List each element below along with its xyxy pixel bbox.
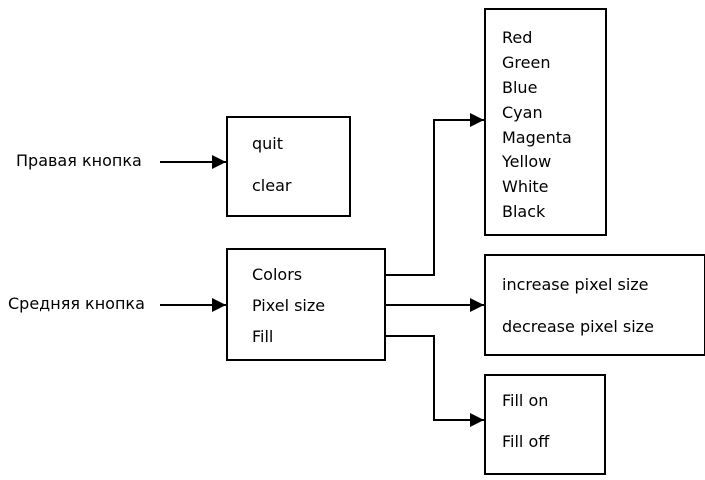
fill-menu-box: Fill on Fill off (484, 374, 606, 475)
pixel-item-increase[interactable]: increase pixel size (502, 275, 649, 294)
color-item-yellow[interactable]: Yellow (502, 152, 552, 171)
color-item-white[interactable]: White (502, 177, 549, 196)
middle-button-label: Средняя кнопка (8, 294, 145, 313)
color-item-blue[interactable]: Blue (502, 78, 538, 97)
arrow-fill-to-submenu (386, 335, 484, 427)
pixel-item-decrease[interactable]: decrease pixel size (502, 317, 654, 336)
menu-item-colors[interactable]: Colors (252, 265, 303, 284)
color-item-red[interactable]: Red (502, 28, 533, 47)
color-item-magenta[interactable]: Magenta (502, 128, 572, 147)
fill-item-off[interactable]: Fill off (502, 432, 550, 451)
colors-menu-box: Red Green Blue Cyan Magenta Yellow White… (484, 8, 607, 236)
color-item-green[interactable]: Green (502, 53, 551, 72)
menu-item-fill[interactable]: Fill (252, 327, 274, 346)
menu-item-quit[interactable]: quit (252, 134, 284, 153)
right-button-label: Правая кнопка (16, 151, 142, 170)
middle-menu-box: Colors Pixel size Fill (226, 248, 386, 361)
right-menu-box: quit clear (226, 116, 351, 217)
fill-item-on[interactable]: Fill on (502, 391, 549, 410)
color-item-black[interactable]: Black (502, 202, 546, 221)
menu-item-pixel-size[interactable]: Pixel size (252, 296, 326, 315)
arrow-colors-to-submenu (386, 113, 484, 276)
color-item-cyan[interactable]: Cyan (502, 103, 543, 122)
pixel-size-menu-box: increase pixel size decrease pixel size (484, 254, 705, 356)
menu-item-clear[interactable]: clear (252, 176, 292, 195)
